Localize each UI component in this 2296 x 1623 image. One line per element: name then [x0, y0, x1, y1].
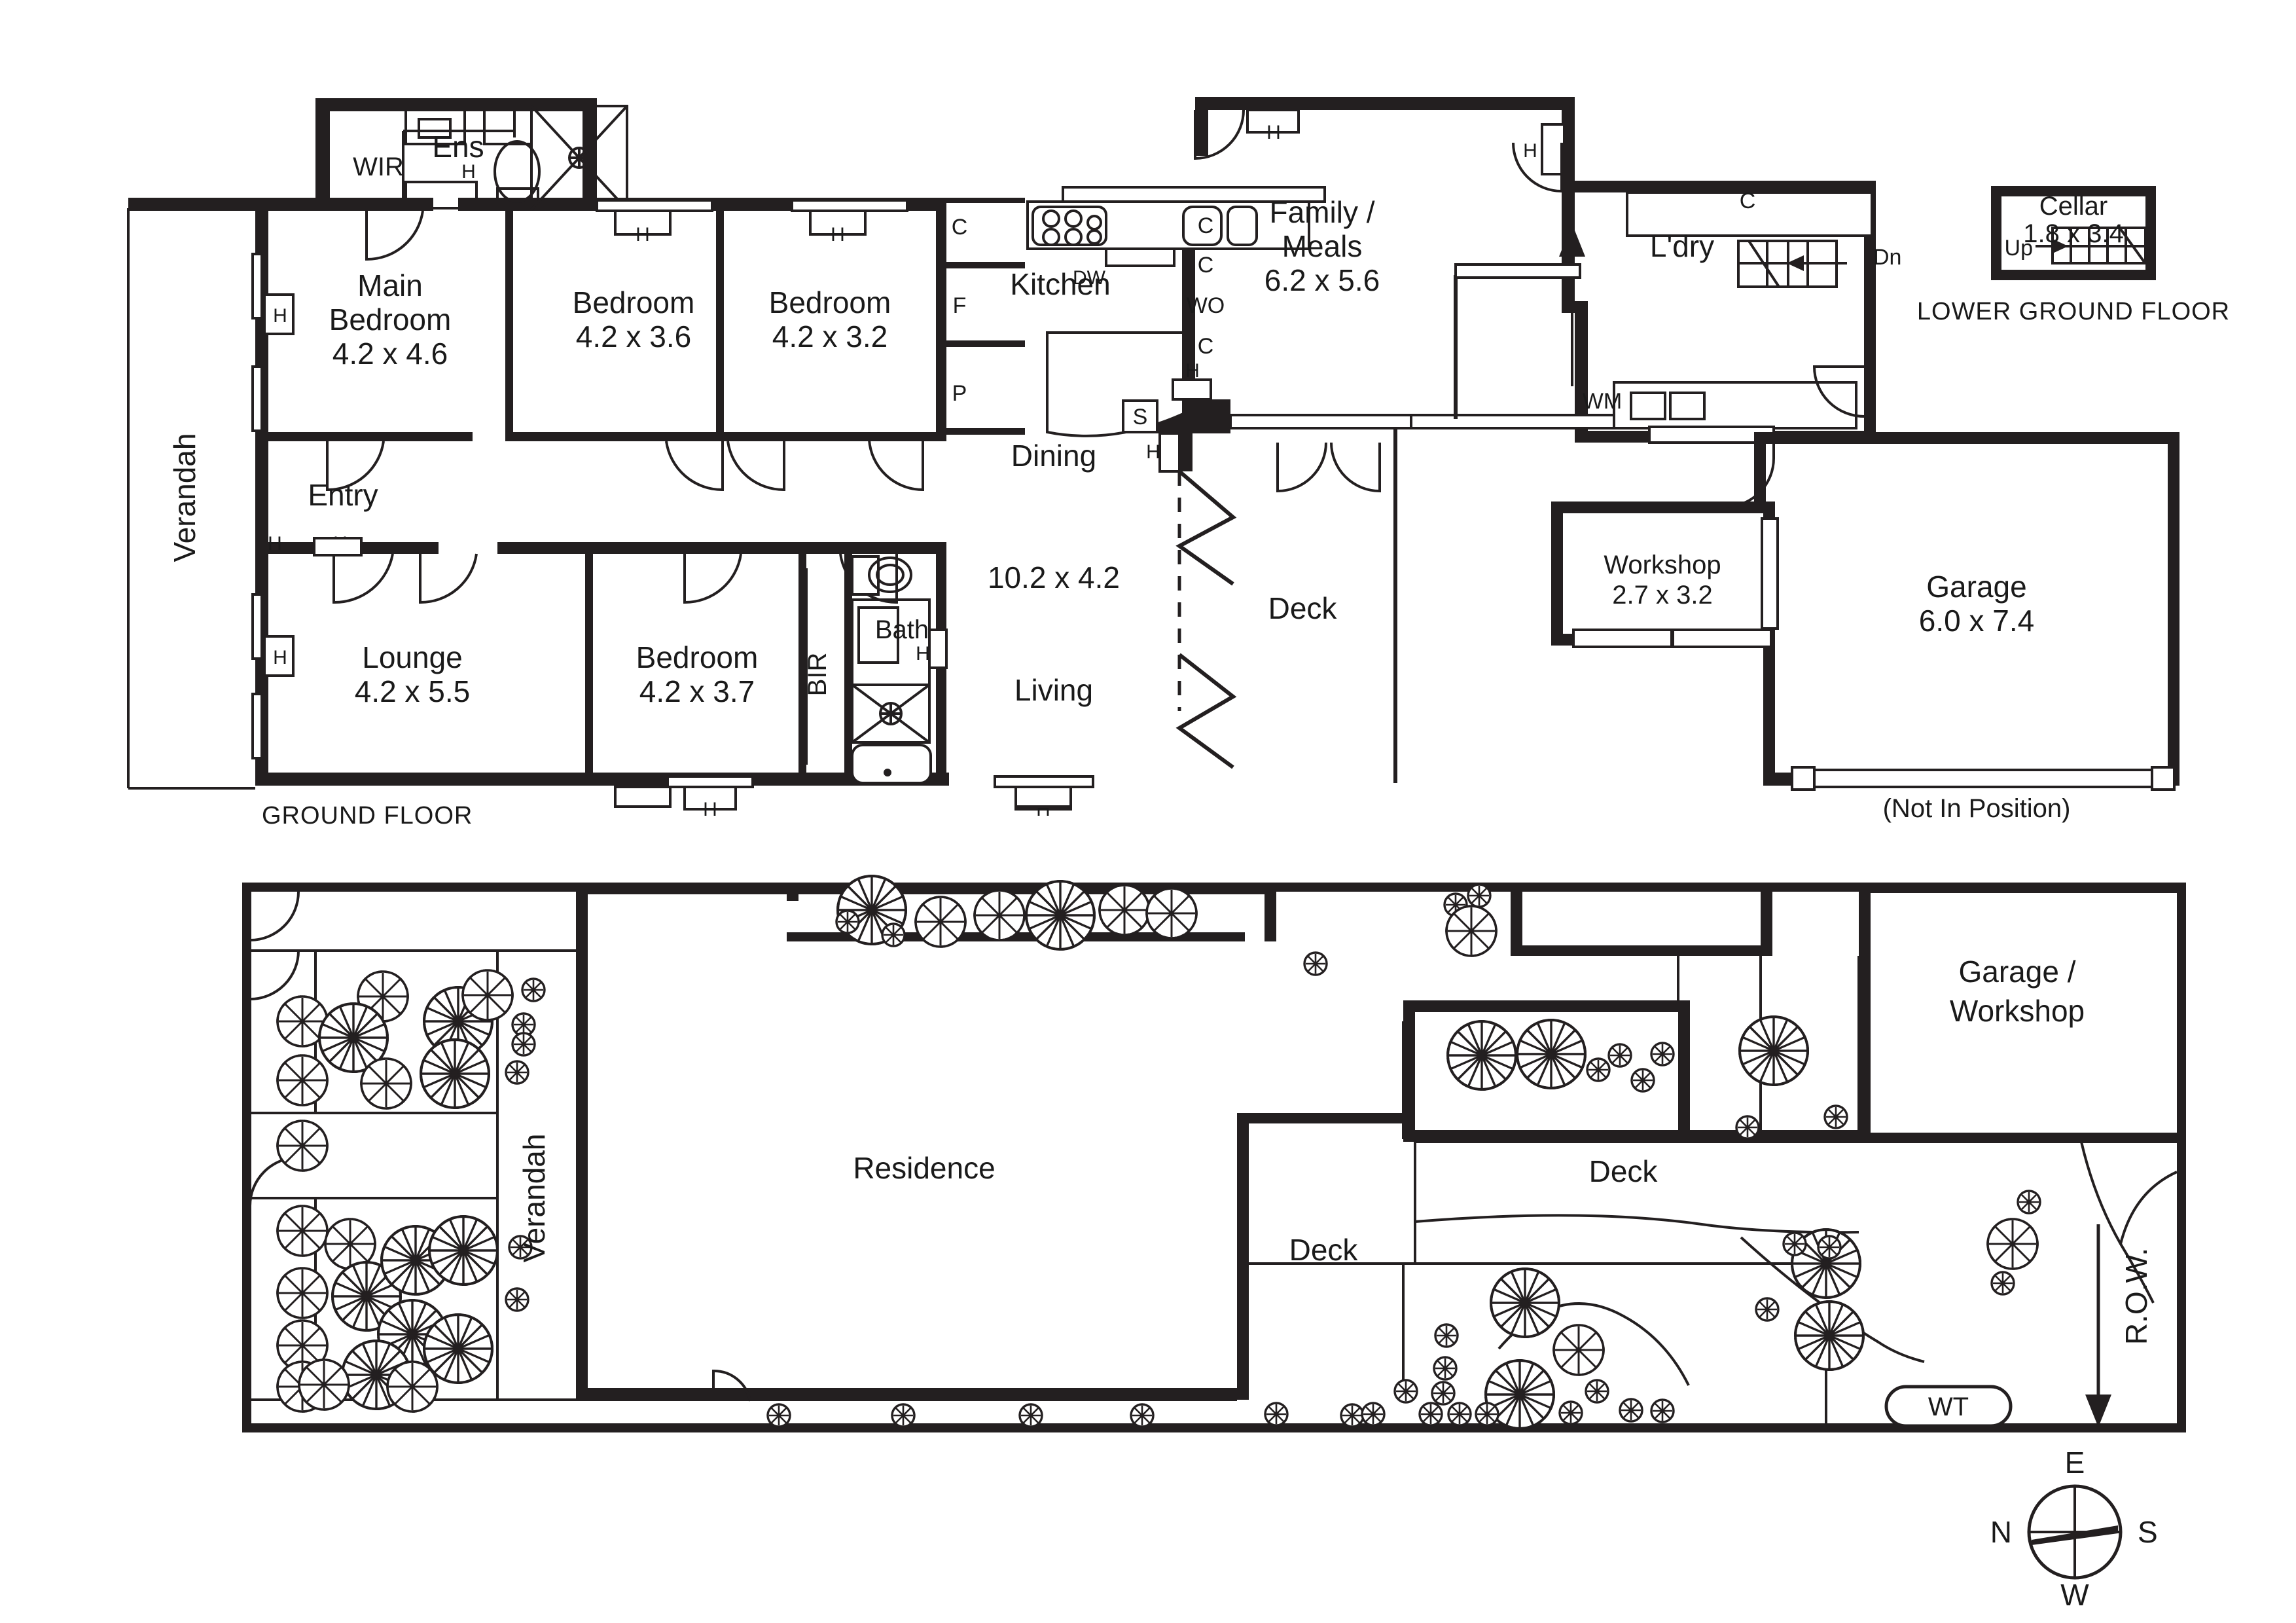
- label-lounge-dims: 4.2 x 5.5: [355, 674, 470, 708]
- tag-dishwasher: DW: [1073, 267, 1106, 289]
- compass-label-south: S: [2138, 1515, 2158, 1549]
- label-laundry: L'dry: [1650, 229, 1714, 263]
- label-kitchen: Kitchen: [1010, 267, 1110, 301]
- tag-heater-11: H: [1266, 122, 1281, 143]
- tag-washing-machine: WM: [1583, 389, 1622, 414]
- tag-heater-9: H: [1185, 360, 1200, 382]
- garage-workshop-plan: Workshop 2.7 x 3.2 Garage 6.0 x 7.4 (Not…: [1551, 432, 2179, 823]
- tag-cupboard-kitchen: C: [952, 215, 968, 240]
- label-right-of-way: R.O.W.: [2119, 1248, 2153, 1345]
- label-main-bedroom-line2: Bedroom: [329, 302, 452, 337]
- label-main-bedroom-line1: Main: [357, 268, 423, 302]
- label-bedroom-4: Bedroom: [636, 640, 759, 674]
- compass-label-west: W: [2060, 1578, 2089, 1612]
- label-verandah-ground: Verandah: [168, 433, 202, 562]
- tag-down: Dn: [1873, 245, 1901, 270]
- label-deck-ground: Deck: [1268, 591, 1338, 625]
- tag-heater-12: H: [1523, 140, 1537, 162]
- compass-label-north: N: [1990, 1515, 2012, 1549]
- label-not-in-position: (Not In Position): [1883, 794, 2071, 823]
- label-cellar-dims: 1.8 x 3.4: [2023, 219, 2123, 248]
- water-tank: WT: [1884, 1385, 2013, 1428]
- ground-floor-plan: WIR Ens Main Bedroom 4.2 x 4.6 Bedroom 4…: [127, 97, 1901, 830]
- ground-floor-caption: GROUND FLOOR: [262, 802, 473, 830]
- label-family-meals-dims: 6.2 x 5.6: [1265, 263, 1380, 297]
- compass-rose: E S N W: [1990, 1446, 2158, 1612]
- heater-symbols: [313, 537, 1072, 808]
- tag-pantry: P: [952, 381, 967, 406]
- label-workshop: Workshop: [1604, 551, 1721, 579]
- label-cellar: Cellar: [2039, 192, 2108, 221]
- ground-floor-labels: WIR Ens Main Bedroom 4.2 x 4.6 Bedroom 4…: [308, 130, 1714, 708]
- label-garage: Garage: [1926, 570, 2026, 604]
- label-deck-site-1: Deck: [1289, 1233, 1359, 1267]
- label-bedroom-2-dims: 4.2 x 3.6: [576, 319, 691, 354]
- label-deck-site-2: Deck: [1589, 1154, 1659, 1188]
- label-workshop-dims: 2.7 x 3.2: [1612, 581, 1712, 610]
- label-dining: Dining: [1011, 439, 1096, 473]
- label-verandah-site: Verandah: [517, 1134, 551, 1263]
- tag-stove: S: [1133, 405, 1148, 429]
- tag-heater-10: H: [1146, 441, 1160, 463]
- label-family-meals-line2: Meals: [1282, 229, 1363, 263]
- label-main-bedroom-dims: 4.2 x 4.6: [332, 337, 448, 371]
- label-wir: WIR: [353, 153, 404, 181]
- tag-wall-oven: WO: [1187, 293, 1225, 318]
- label-family-meals-line1: Family /: [1270, 195, 1375, 229]
- label-bedroom-4-dims: 4.2 x 3.7: [639, 674, 755, 708]
- label-bedroom-3: Bedroom: [769, 285, 891, 319]
- label-water-tank: WT: [1928, 1393, 1969, 1421]
- site-plan: WT Residence Verandah Deck Deck Garage /…: [242, 875, 2186, 1432]
- tag-heater-13: H: [268, 533, 282, 555]
- label-residence: Residence: [853, 1151, 995, 1185]
- tag-heater-6: H: [703, 799, 717, 820]
- label-bedroom-3-dims: 4.2 x 3.2: [772, 319, 888, 354]
- label-living: Living: [1014, 673, 1093, 707]
- tag-cupboard-2: C: [1198, 253, 1214, 278]
- tag-fridge: F: [953, 293, 967, 318]
- label-ens: Ens: [432, 130, 484, 164]
- tag-heater-5: H: [461, 161, 476, 183]
- label-bedroom-2: Bedroom: [573, 285, 695, 319]
- label-bath: Bath: [875, 615, 929, 644]
- compass-label-east: E: [2065, 1446, 2085, 1480]
- tag-heater-8: H: [916, 643, 930, 665]
- label-garage-workshop-line2: Workshop: [1950, 994, 2085, 1028]
- tag-heater-2: H: [273, 647, 287, 668]
- lower-ground-floor-plan: Cellar 1.8 x 3.4 Up LOWER GROUND FLOOR: [1917, 186, 2230, 325]
- tag-cupboard-1: C: [1198, 213, 1214, 238]
- label-living-dims: 10.2 x 4.2: [988, 560, 1120, 594]
- tag-heater-3: H: [636, 224, 650, 246]
- tag-heater-1: H: [273, 305, 287, 327]
- tag-laundry-cupboard: C: [1740, 189, 1756, 213]
- tag-cupboard-3: C: [1198, 334, 1214, 359]
- label-entry: Entry: [308, 478, 378, 512]
- label-garage-workshop-line1: Garage /: [1959, 955, 2076, 989]
- lower-ground-floor-caption: LOWER GROUND FLOOR: [1917, 298, 2230, 325]
- tag-heater-4: H: [831, 224, 845, 246]
- label-cellar-up: Up: [2005, 236, 2033, 261]
- label-lounge: Lounge: [362, 640, 463, 674]
- label-bir: BIR: [803, 653, 832, 697]
- label-garage-dims: 6.0 x 7.4: [1919, 604, 2034, 638]
- interior-lines: [251, 98, 1873, 811]
